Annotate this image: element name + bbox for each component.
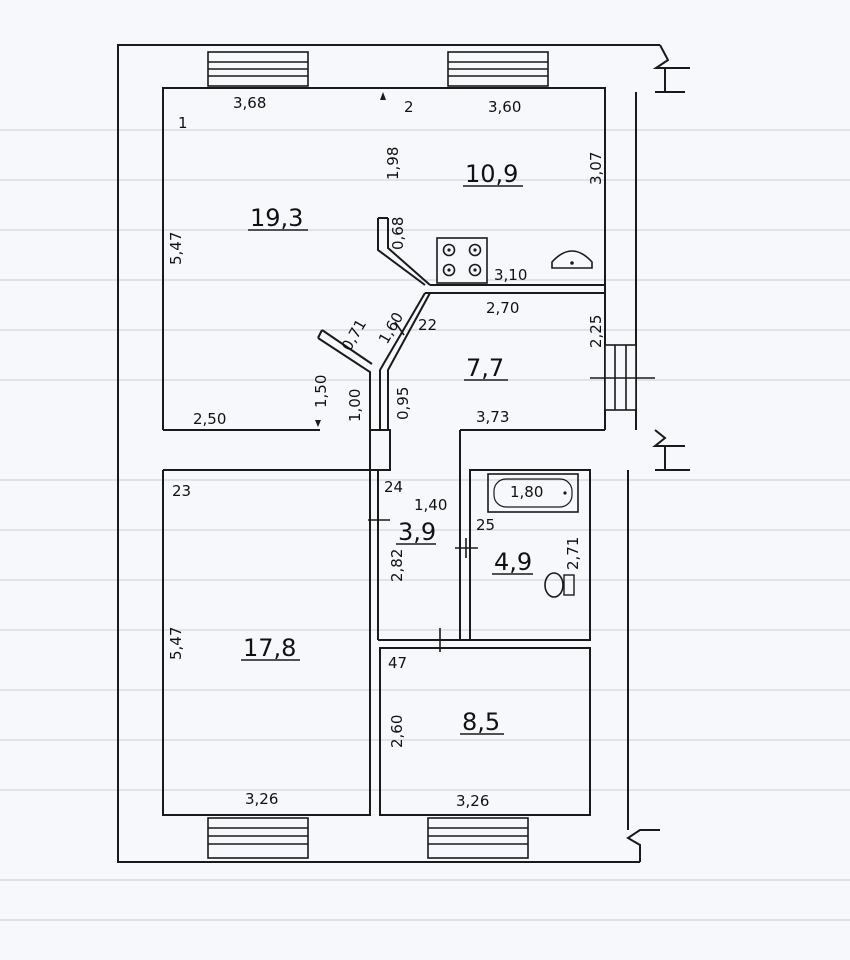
room-2-dim-top: 3,60 (488, 98, 521, 116)
room-2-area: 10,9 (465, 160, 518, 188)
room-24-number: 24 (384, 478, 403, 496)
background-form-lines (0, 129, 850, 921)
corridor-seg-100: 1,00 (346, 389, 364, 422)
room-22-area: 7,7 (466, 354, 504, 382)
door-marks (368, 321, 478, 652)
room-23-area: 17,8 (243, 634, 296, 662)
window-top-left (207, 51, 309, 87)
interior-walls (162, 217, 605, 816)
window-bottom-left (207, 817, 309, 859)
sink-icon (551, 250, 593, 269)
room-23-number: 23 (172, 482, 191, 500)
window-top-right (447, 51, 549, 87)
room-1-dim-top: 3,68 (233, 94, 266, 112)
room-24-dim-top: 1,40 (414, 496, 447, 514)
room-25-area: 4,9 (494, 548, 532, 576)
room-22-number: 22 (418, 316, 437, 334)
window-right (590, 344, 655, 411)
room-1-dim-bottom: 2,50 (193, 410, 226, 428)
room-47-number: 47 (388, 654, 407, 672)
room-25-number: 25 (476, 516, 495, 534)
outer-walls (117, 44, 690, 863)
room-24-area: 3,9 (398, 518, 436, 546)
bathtub-icon (487, 473, 579, 513)
toilet-icon (544, 572, 575, 598)
room-22-dim-bottom: 3,73 (476, 408, 509, 426)
bathtub-length: 1,80 (510, 483, 543, 501)
corridor-seg-095: 0,95 (394, 387, 412, 420)
window-bottom-right (427, 817, 529, 859)
room-1-number: 1 (178, 114, 188, 132)
room-1-area: 19,3 (250, 204, 303, 232)
room-2-dim-bottom: 3,10 (494, 266, 527, 284)
room-24-dim-left: 2,82 (388, 549, 406, 582)
room-23-dim-left: 5,47 (167, 627, 185, 660)
room-22-dim-right: 2,25 (587, 315, 605, 348)
stove-icon (436, 237, 488, 284)
corridor-seg-150: 1,50 (312, 375, 330, 408)
room-2-number: 2 (404, 98, 414, 116)
room-47-dim-left: 2,60 (388, 715, 406, 748)
room-1-dim-left: 5,47 (167, 232, 185, 265)
room-2-dim-left: 1,98 (384, 147, 402, 180)
arrows (315, 92, 386, 427)
room-2-dim-right: 3,07 (587, 152, 605, 185)
corridor-seg-071: 0,71 (338, 316, 370, 354)
room-47-dim-bottom: 3,26 (456, 792, 489, 810)
corridor-seg-160: 1,60 (375, 309, 407, 347)
room-25-dim-right: 2,71 (564, 537, 582, 570)
room-22-dim-top: 2,70 (486, 299, 519, 317)
corridor-seg-068: 0,68 (389, 217, 407, 250)
room-23-dim-bottom: 3,26 (245, 790, 278, 808)
room-47-area: 8,5 (462, 708, 500, 736)
